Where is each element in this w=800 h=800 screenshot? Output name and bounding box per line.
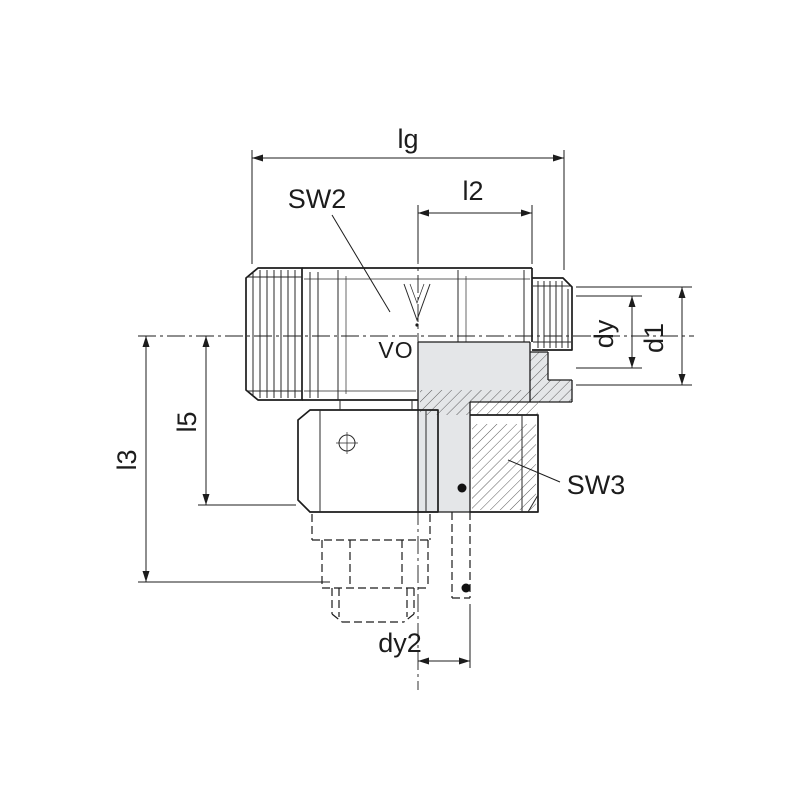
body-stamp: VO bbox=[378, 337, 413, 363]
callout-sw2: SW2 bbox=[288, 184, 391, 313]
dim-label-l2: l2 bbox=[462, 176, 483, 206]
dim-l5: l5 bbox=[172, 336, 296, 506]
dim-l3: l3 bbox=[112, 336, 330, 583]
o-ring-seal bbox=[457, 483, 467, 493]
dim-d1: d1 bbox=[576, 286, 692, 386]
dim-label-l3: l3 bbox=[112, 449, 142, 470]
dim-label-lg: lg bbox=[397, 124, 418, 154]
dim-lg: lg bbox=[251, 124, 565, 270]
dim-label-dy2: dy2 bbox=[378, 628, 422, 658]
dim-l2: l2 bbox=[417, 176, 533, 264]
phantom-stud bbox=[311, 512, 471, 623]
callout-sw3: SW3 bbox=[507, 459, 626, 500]
dim-label-l5: l5 bbox=[172, 411, 202, 432]
o-ring-seal-lower bbox=[461, 583, 471, 593]
dim-dy: dy bbox=[576, 295, 642, 369]
body-hex: VO bbox=[302, 267, 533, 401]
forging-mark-v bbox=[403, 283, 431, 322]
dim-label-d1: d1 bbox=[639, 323, 669, 353]
right-thread bbox=[532, 277, 573, 351]
dim-label-sw2: SW2 bbox=[288, 184, 347, 214]
left-thread bbox=[245, 267, 303, 401]
elbow-section-outline bbox=[417, 341, 573, 513]
center-lines bbox=[138, 246, 694, 690]
dim-label-sw3: SW3 bbox=[567, 470, 626, 500]
dim-label-dy: dy bbox=[589, 319, 619, 348]
sw3-nut bbox=[457, 414, 539, 513]
swivel-nut bbox=[297, 400, 439, 513]
dim-dy2: dy2 bbox=[378, 604, 471, 668]
